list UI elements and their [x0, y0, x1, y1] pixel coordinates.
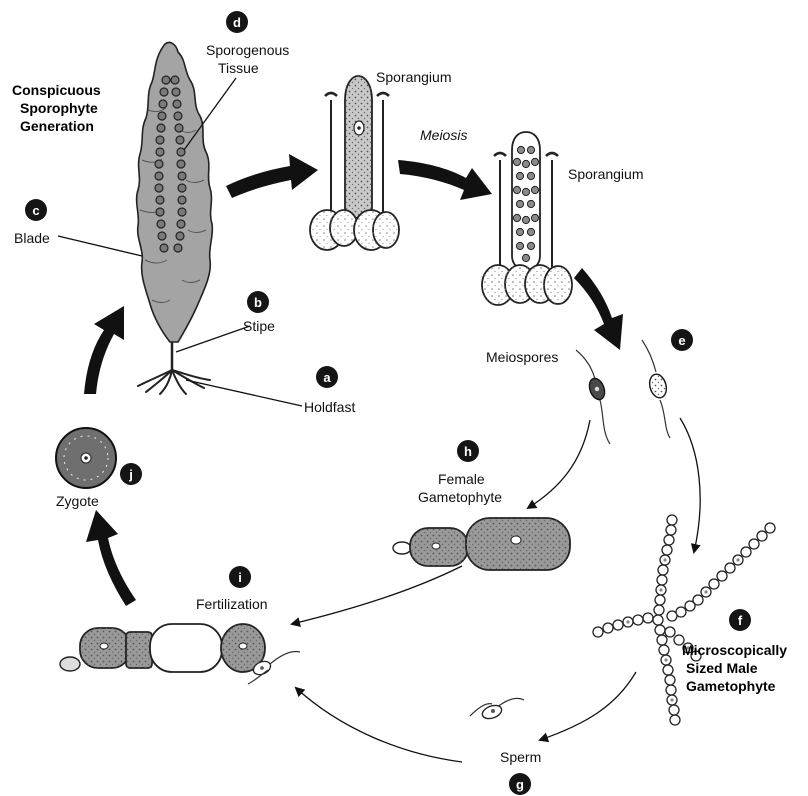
- sporophyte-title-1: Conspicuous: [12, 82, 101, 98]
- sperm-cell: [470, 698, 524, 721]
- meiospore-dark: [576, 350, 610, 444]
- label-fertilization: Fertilization: [196, 596, 268, 612]
- sporophyte-title-3: Generation: [20, 118, 94, 134]
- label-zygote: Zygote: [56, 493, 99, 509]
- kelp-holdfast: [138, 370, 210, 394]
- badge-g: g: [509, 773, 531, 795]
- sporophyte-title-2: Sporophyte: [20, 100, 98, 116]
- letter-badges: d c b a e h j i f g: [25, 11, 751, 795]
- sporangium-1: [310, 76, 400, 252]
- male-branch-3: [593, 613, 663, 637]
- label-blade: Blade: [14, 230, 50, 246]
- badge-b: b: [247, 291, 269, 313]
- meiospore-light: [642, 340, 670, 438]
- badge-c: c: [25, 199, 47, 221]
- label-holdfast: Holdfast: [304, 399, 355, 415]
- svg-text:d: d: [233, 15, 241, 30]
- curved-arrow-icon: [398, 160, 492, 200]
- label-female-1: Female: [438, 471, 485, 487]
- label-male-2: Sized Male: [686, 660, 758, 676]
- curved-arrow-icon: [226, 154, 318, 198]
- label-meiospores: Meiospores: [486, 349, 558, 365]
- curved-arrow-icon: [84, 306, 124, 394]
- svg-text:j: j: [128, 467, 133, 482]
- label-male-1: Microscopically: [682, 642, 787, 658]
- kelp-blade: [137, 42, 213, 342]
- badge-e: e: [671, 329, 693, 351]
- label-meiosis: Meiosis: [420, 127, 467, 143]
- svg-text:b: b: [254, 295, 262, 310]
- male-branch-2: [667, 523, 775, 621]
- svg-text:f: f: [738, 613, 743, 628]
- fertilization-gametophyte: [60, 624, 300, 684]
- label-sporangium-2: Sporangium: [568, 166, 644, 182]
- sporangium-2: [480, 132, 574, 306]
- sporophyte-kelp: [137, 42, 213, 394]
- svg-text:g: g: [516, 777, 524, 792]
- curved-arrow-icon: [574, 268, 623, 350]
- badge-h: h: [457, 440, 479, 462]
- female-gametophyte: [393, 518, 570, 570]
- svg-text:c: c: [32, 203, 39, 218]
- zygote-cell: [56, 428, 116, 488]
- label-sporogenous-2: Tissue: [218, 60, 259, 76]
- label-male-3: Gametophyte: [686, 678, 776, 694]
- badge-f: f: [729, 609, 751, 631]
- curved-arrow-icon: [86, 510, 136, 606]
- badge-d: d: [226, 11, 248, 33]
- badge-a: a: [316, 366, 338, 388]
- male-branch-1: [654, 515, 677, 615]
- svg-text:i: i: [238, 570, 242, 585]
- svg-text:e: e: [678, 333, 685, 348]
- badge-i: i: [229, 566, 251, 588]
- label-sperm: Sperm: [500, 749, 541, 765]
- label-sporogenous-1: Sporogenous: [206, 42, 289, 58]
- label-sporangium-1: Sporangium: [376, 69, 452, 85]
- label-stipe: Stipe: [243, 318, 275, 334]
- svg-text:h: h: [464, 444, 472, 459]
- meiospores: [576, 340, 670, 444]
- svg-text:a: a: [323, 370, 331, 385]
- badge-j: j: [120, 463, 142, 485]
- label-female-2: Gametophyte: [418, 489, 502, 505]
